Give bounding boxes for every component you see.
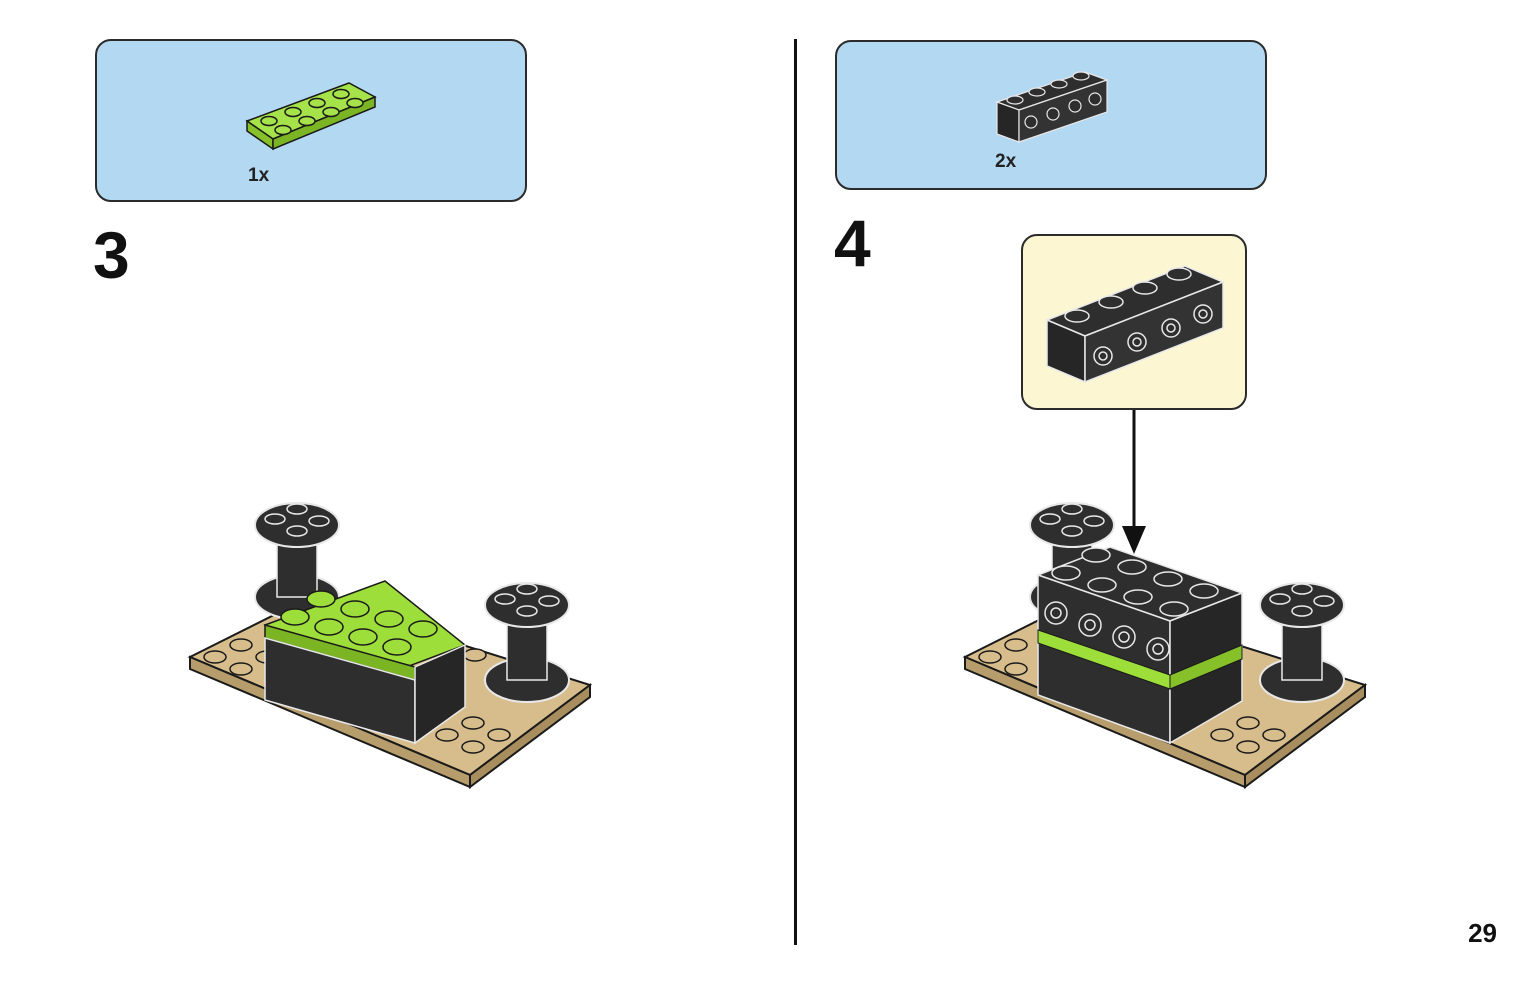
black-brick-1x4-side-studs-icon [995, 71, 1109, 143]
step-number: 4 [834, 206, 871, 280]
down-arrow-icon [1122, 410, 1146, 554]
page-number: 29 [1468, 918, 1497, 948]
parts-list-step-4: 2x [835, 40, 1267, 190]
step-number: 3 [93, 218, 130, 292]
part-quantity: 1x [248, 165, 270, 186]
black-brick-callout-icon [1045, 265, 1225, 384]
step-3-model-illustration [187, 502, 593, 789]
sub-assembly-callout [1021, 234, 1247, 410]
parts-list-step-3: 1x [95, 39, 527, 202]
part-quantity: 2x [995, 151, 1017, 172]
page-divider [794, 39, 797, 945]
lime-plate-2x4-icon [245, 82, 377, 151]
step-4-model-illustration [962, 502, 1368, 789]
